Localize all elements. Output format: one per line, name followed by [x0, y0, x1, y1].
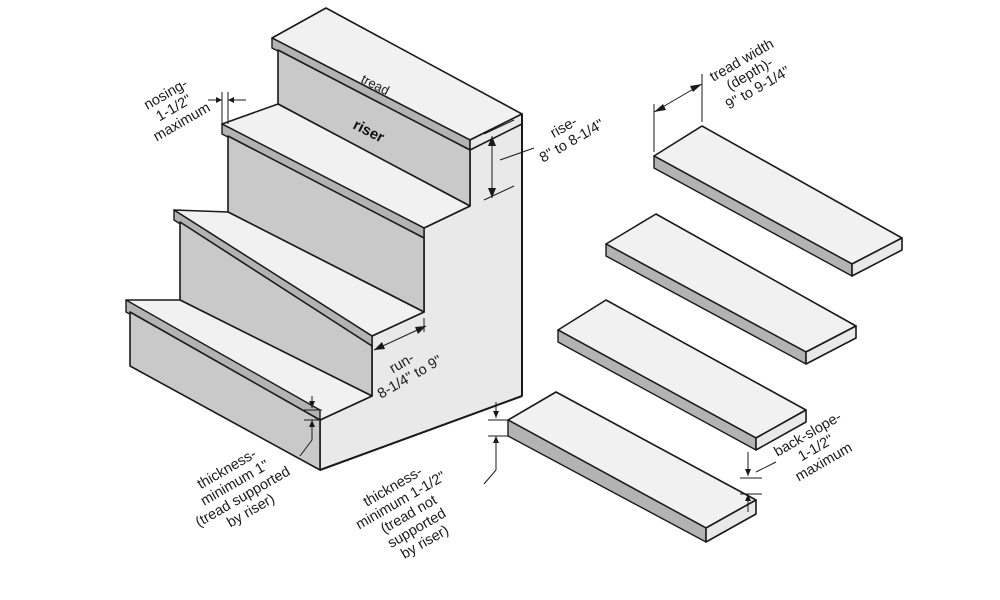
staircase: tread riser	[125, 7, 523, 471]
loose-tread-end-c	[755, 409, 807, 451]
thickness-unsupported-dimension: thickness- minimum 1-1/2" (tread not sup…	[353, 402, 508, 563]
loose-tread-end-b	[805, 325, 857, 365]
tread-width-dimension: tread width (depth)- 9" to 9-1/4"	[653, 36, 793, 152]
loose-tread-end-a	[851, 237, 903, 277]
stair-base-edge	[319, 395, 523, 471]
loose-treads	[507, 125, 903, 543]
loose-tread-end-d	[705, 499, 757, 543]
